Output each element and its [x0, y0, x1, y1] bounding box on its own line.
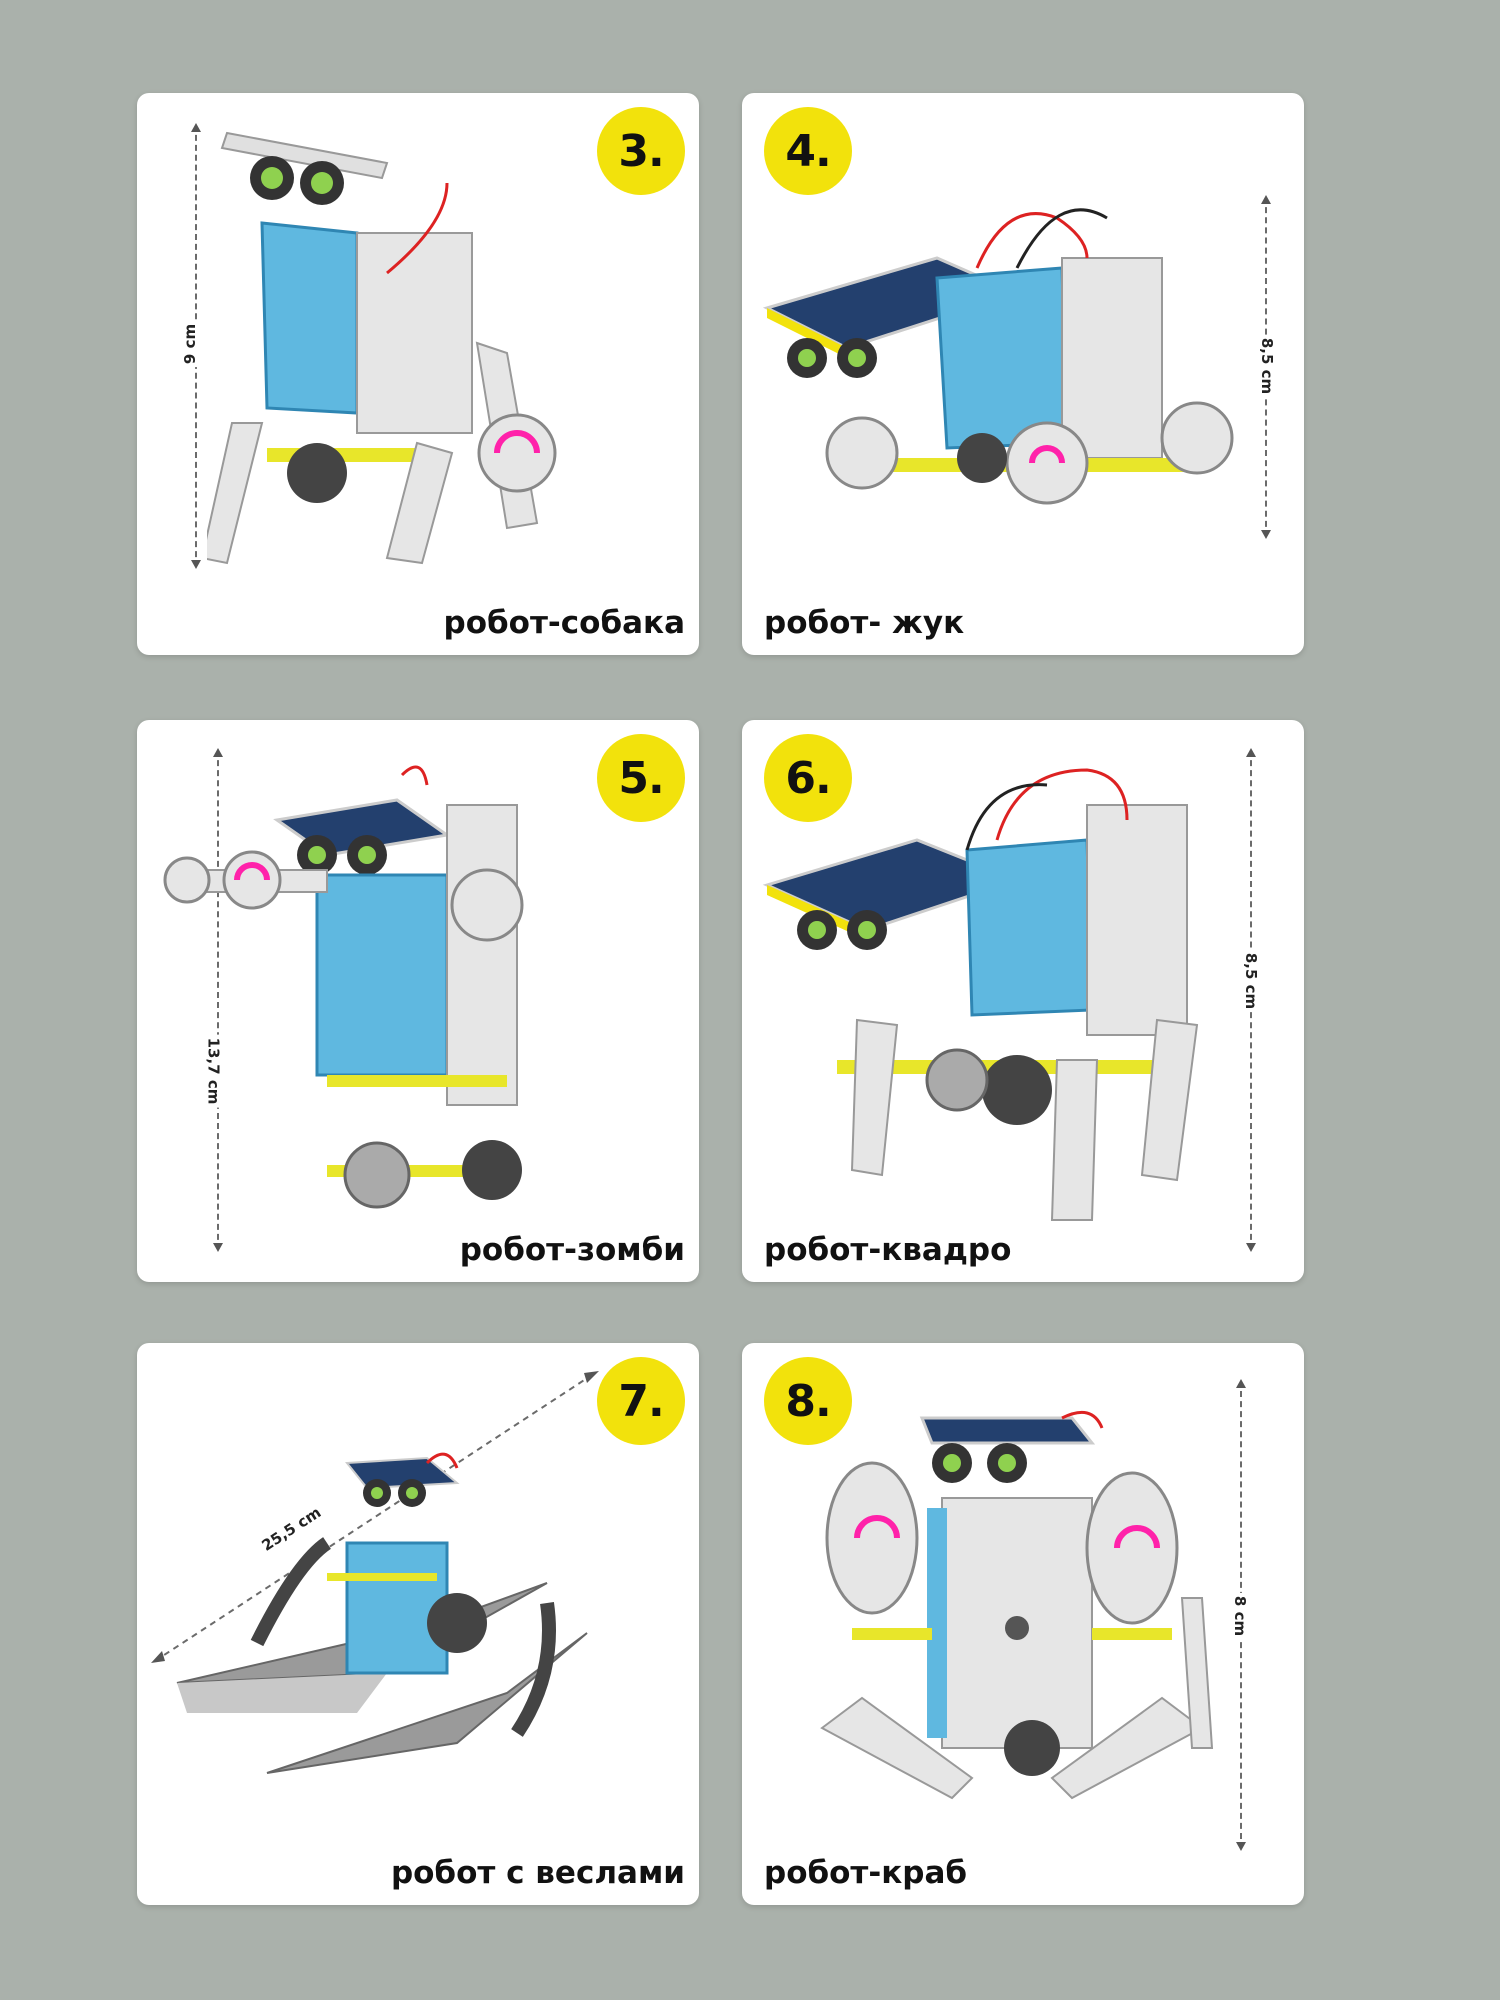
robot-caption: робот-квадро: [764, 1232, 1012, 1268]
step-number-badge: 3.: [597, 107, 685, 195]
robot-caption: робот- жук: [764, 605, 965, 641]
height-dimension-label: 8,5 cm: [1240, 949, 1263, 1013]
robot-bug-image: [762, 208, 1234, 505]
robot-crab-image: [820, 1410, 1214, 1800]
robot-card-crab: 8. 8 cm робот-краб: [742, 1343, 1304, 1905]
step-number-badge: 4.: [764, 107, 852, 195]
step-number-badge: 7.: [597, 1357, 685, 1445]
robot-caption: робот-собака: [443, 605, 685, 641]
robot-card-bug: 4. 8,5 cm робот- жук: [742, 93, 1304, 655]
robot-card-dog: 3. 9 cm робот-собака: [137, 93, 699, 655]
height-dimension-label: 8 cm: [1229, 1592, 1252, 1640]
height-dimension-line: [213, 748, 223, 1252]
robot-card-paddle: 7. 25,5 cm робот с веслами: [137, 1343, 699, 1905]
robot-paddle-image: [176, 1452, 588, 1774]
robot-dog-image: [207, 131, 557, 565]
step-number-badge: 8.: [764, 1357, 852, 1445]
step-number-badge: 5.: [597, 734, 685, 822]
robot-quadro-image: [762, 768, 1199, 1221]
robot-card-zombie: 5. 13,7 cm робот-зомби: [137, 720, 699, 1282]
step-number-badge: 6.: [764, 734, 852, 822]
robot-card-quadro: 6. 8,5 cm робот-квадро: [742, 720, 1304, 1282]
height-dimension-label: 8,5 cm: [1256, 334, 1279, 398]
robot-caption: робот-зомби: [459, 1232, 685, 1268]
robot-caption: робот с веслами: [390, 1855, 685, 1891]
robot-caption: робот-краб: [764, 1855, 968, 1891]
height-dimension-label: 9 cm: [179, 320, 202, 368]
diagonal-dimension-line: [151, 1371, 599, 1663]
robot-zombie-image: [163, 765, 524, 1209]
